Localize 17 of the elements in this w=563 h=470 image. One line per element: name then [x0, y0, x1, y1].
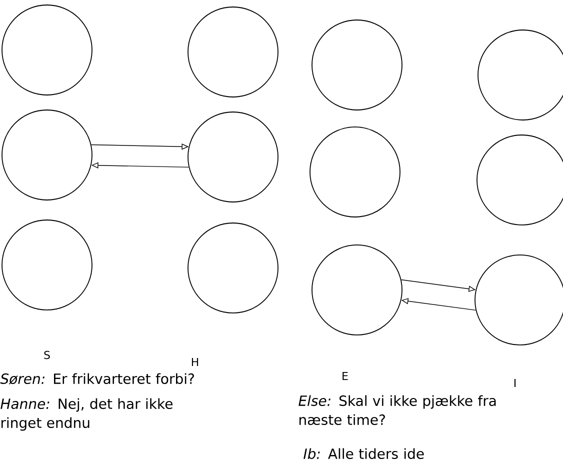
circle — [310, 126, 400, 218]
dialogue-line: Søren: Er frikvarteret forbi? — [0, 373, 194, 384]
circle — [2, 110, 92, 200]
dialogue-line: Ib: Alle tiders ide — [304, 448, 424, 460]
circle — [312, 244, 402, 336]
circle — [2, 220, 92, 310]
circle — [2, 4, 92, 96]
circle — [188, 222, 278, 314]
dialogue-line: Hanne: Nej, det har ikke ringet endnu — [0, 398, 172, 431]
circle — [188, 6, 278, 98]
circle — [312, 20, 402, 110]
circle — [188, 112, 278, 202]
circle-letter: I — [514, 378, 516, 387]
dialogue-line: Else: Skal vi ikke pjække fra næste time? — [298, 395, 496, 426]
circle-letter: E — [342, 372, 348, 380]
circle-letter: H — [192, 358, 198, 366]
circle-letter: S — [44, 350, 50, 360]
